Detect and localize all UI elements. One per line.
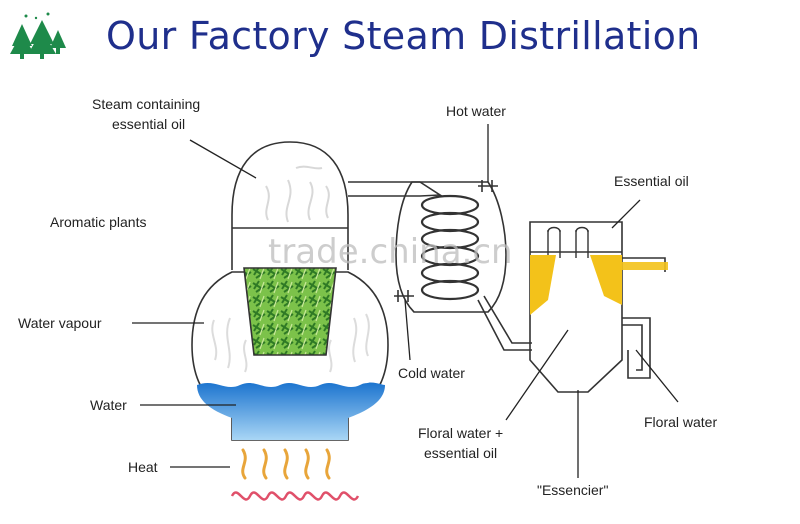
label-hot-water: Hot water <box>446 103 506 119</box>
water-region <box>197 382 385 440</box>
watermark-text: trade.china.cn <box>268 232 513 272</box>
vapour-pipe <box>348 181 443 197</box>
label-floral-water-plus-line1: Floral water + <box>418 425 503 441</box>
label-water: Water <box>90 397 127 413</box>
essencier-vessel <box>529 221 668 393</box>
diagram-labels: Steam containing essential oil Aromatic … <box>18 96 717 498</box>
label-aromatic-plants: Aromatic plants <box>50 214 146 230</box>
condenser <box>394 180 507 313</box>
label-floral-water-plus-line2: essential oil <box>424 445 497 461</box>
label-cold-water: Cold water <box>398 365 465 381</box>
label-essencier: "Essencier" <box>537 482 608 498</box>
plant-basket <box>243 267 337 356</box>
label-essential-oil: Essential oil <box>614 173 689 189</box>
label-steam-line2: essential oil <box>112 116 185 132</box>
label-water-vapour: Water vapour <box>18 315 102 331</box>
page-title: Our Factory Steam Distrillation <box>106 14 701 58</box>
label-steam-line1: Steam containing <box>92 96 200 112</box>
leader-lines <box>132 124 679 478</box>
label-floral-water: Floral water <box>644 414 717 430</box>
heat-source <box>230 448 360 501</box>
still-vessel <box>191 141 389 441</box>
label-heat: Heat <box>128 459 158 475</box>
pine-trees-icon <box>10 12 66 59</box>
